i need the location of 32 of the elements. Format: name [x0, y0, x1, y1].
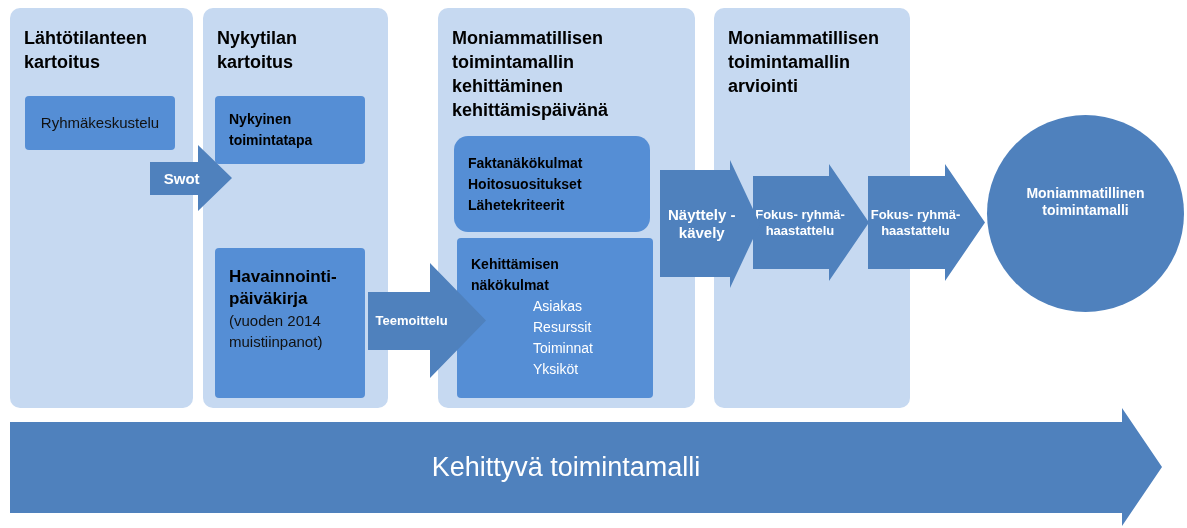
list-item: Yksiköt — [533, 360, 579, 379]
arrow-label: Fokus- ryhmä- haastattelu — [754, 206, 846, 239]
edge-label: Fokus- ryhmä- haastattelu — [869, 206, 962, 239]
method-box — [457, 238, 653, 398]
list-item: Asiakas — [533, 297, 583, 316]
edge-label: Swot — [163, 169, 200, 188]
stage-title: Nykytilan kartoitus — [217, 27, 299, 74]
edge-label: Näyttely -kävely — [667, 205, 737, 242]
edge-label: Teemoittelu — [375, 313, 448, 329]
method-heading: Havainnointi-päiväkirja — [229, 266, 338, 310]
method-text: Hoitosuositukset — [468, 174, 582, 194]
block-arrow — [660, 160, 760, 288]
method-box — [215, 248, 365, 398]
block-arrow — [150, 145, 232, 211]
result-label: Moniammatillinen toimintamalli — [1025, 184, 1146, 219]
method-box — [25, 96, 175, 150]
method-box — [454, 136, 650, 232]
list-item: Resurssit — [533, 318, 592, 337]
method-box — [215, 96, 365, 164]
method-heading: Kehittämisen näkökulmat — [471, 255, 560, 295]
stage-title: Lähtötilanteen kartoitus — [24, 27, 148, 74]
method-text: Ryhmäkeskustelu — [40, 113, 160, 133]
stage-title: Moniammatillisen toimintamallin kehittäminen kehittämispäivänä — [452, 27, 610, 122]
list-item: Toiminnat — [533, 339, 593, 358]
method-note: (vuoden 2014 muistiinpanot) — [229, 311, 324, 352]
method-text: Faktanäkökulmat — [468, 153, 583, 173]
method-text: Lähetekriteerit — [468, 195, 565, 215]
stage-title: Moniammatillisen toimintamallin arviointi — [728, 27, 881, 98]
method-text: Nykyinen toimintatapa — [229, 110, 314, 150]
block-arrow — [868, 164, 985, 281]
arrow-label: Kehittyvä toimintamalli — [431, 451, 701, 484]
block-arrow — [368, 263, 486, 378]
